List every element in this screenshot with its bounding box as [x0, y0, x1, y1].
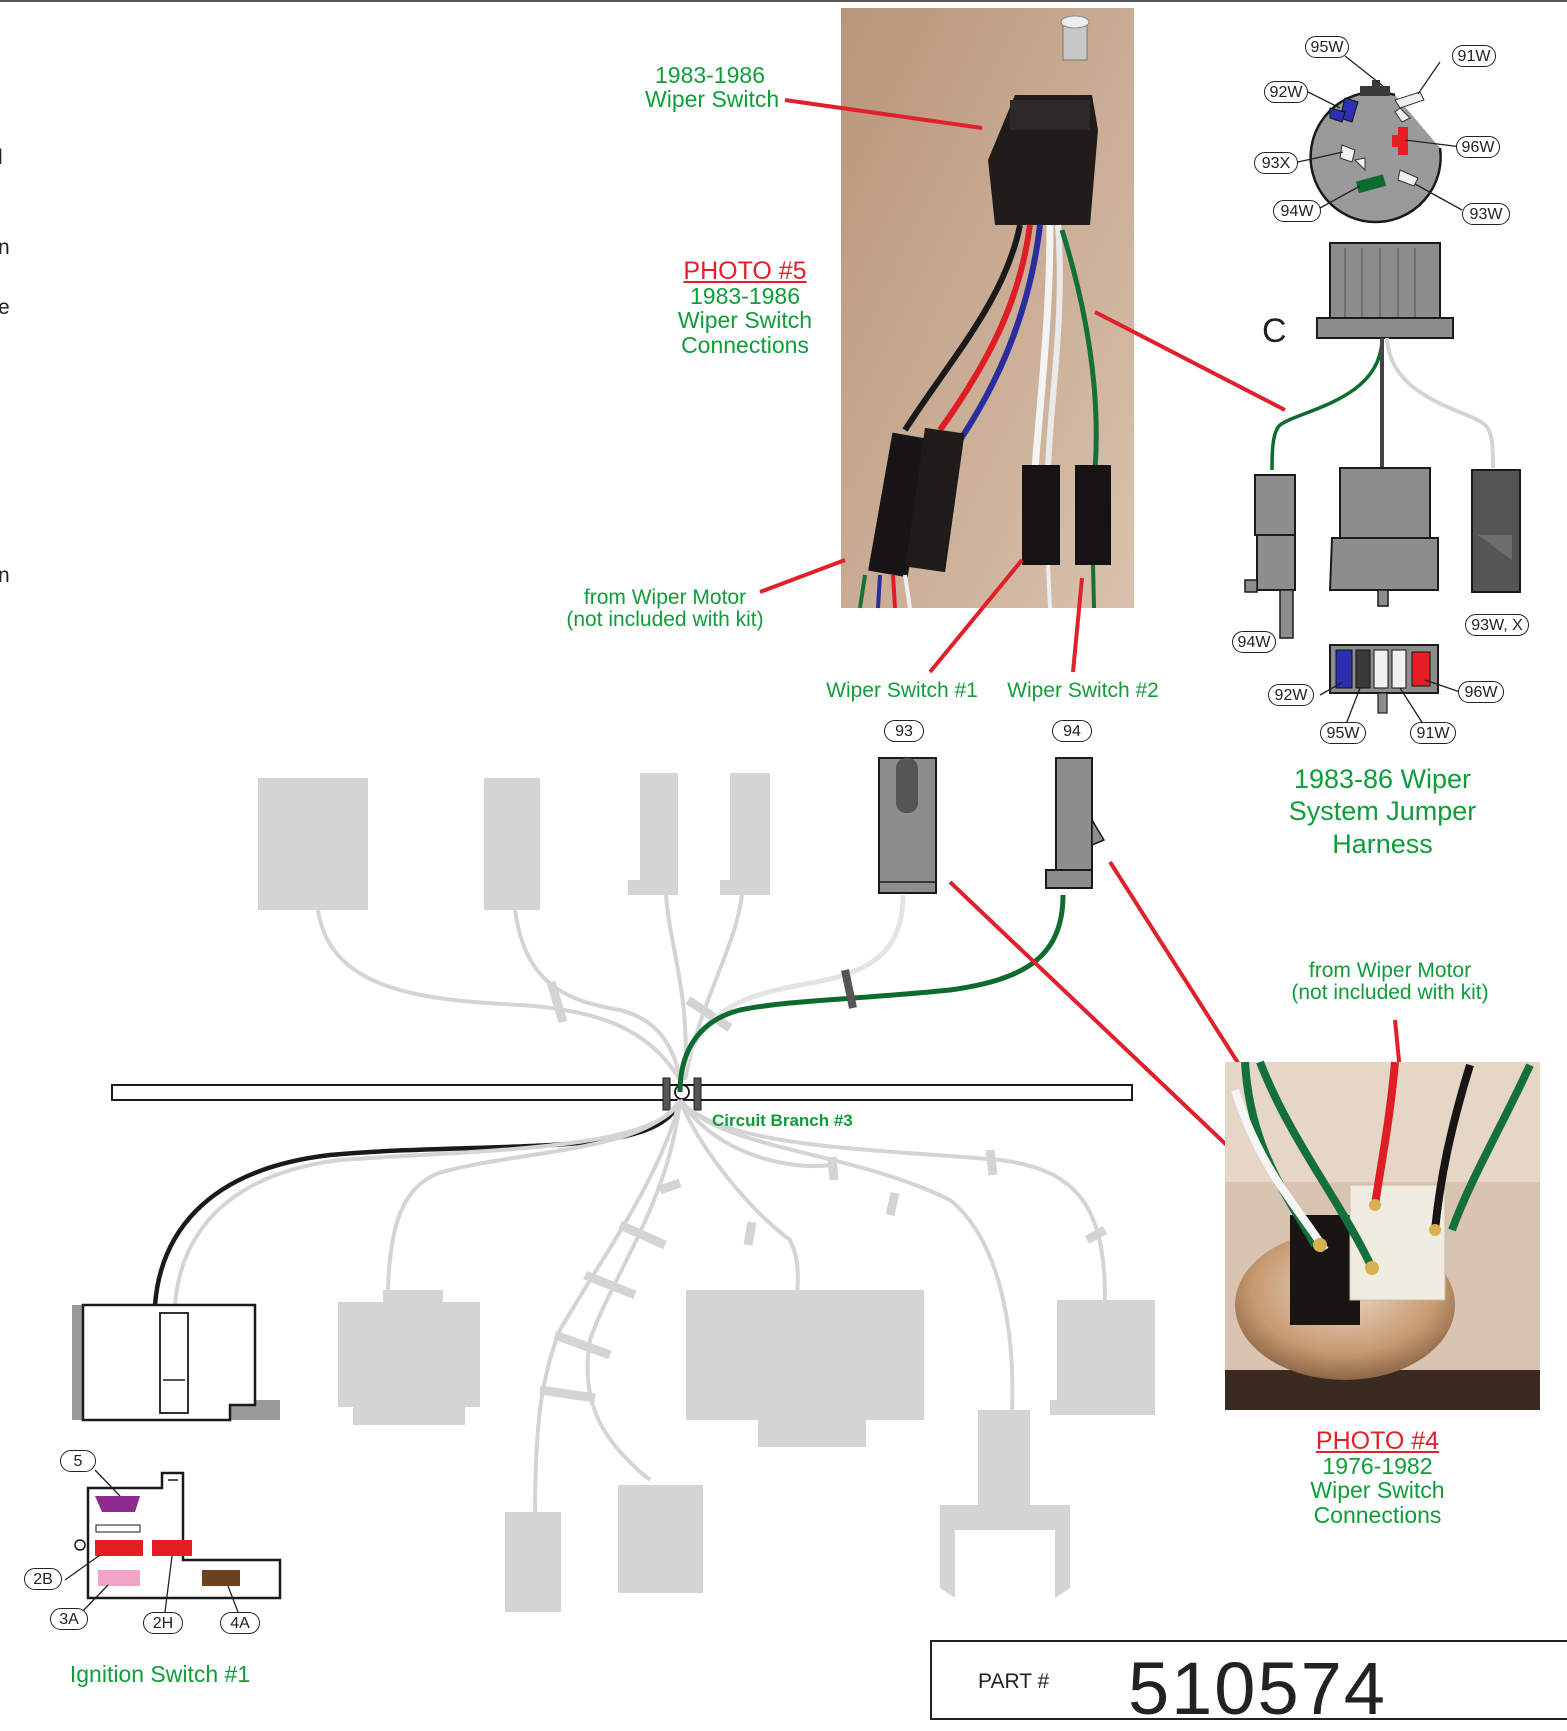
harness-caption: 1983-86 Wiper System Jumper Harness — [1265, 763, 1500, 860]
pin-label-96w-face: 96W — [1458, 681, 1504, 703]
jumper-harness-drawing — [1244, 242, 1521, 728]
leader-from-motor-top — [759, 558, 846, 594]
photo-4-wiper-switch — [1225, 1060, 1540, 1410]
photo-5-wiper-switch — [841, 8, 1134, 609]
ignition-switch-label: Ignition Switch #1 — [69, 1661, 251, 1687]
pin-label-94w-harness: 94W — [1232, 631, 1276, 653]
circuit-branch-label: Circuit Branch #3 — [712, 1111, 853, 1130]
pin-label-92w: 92W — [1264, 81, 1308, 103]
edge-letter-3: e — [0, 296, 10, 319]
pin-label-92w-face: 92W — [1268, 684, 1314, 706]
from-motor-bottom-line1: from Wiper Motor — [1308, 959, 1472, 982]
pin-label-2b: 2B — [24, 1568, 62, 1590]
harness-line2: System Jumper — [1288, 796, 1477, 827]
pin-label-5: 5 — [60, 1450, 96, 1472]
pin-label-91w-face: 91W — [1410, 722, 1456, 744]
photo4-title: PHOTO #4 — [1315, 1427, 1440, 1455]
leader-photo5-green-wire — [1094, 310, 1286, 412]
leader-wiper-switch — [784, 98, 983, 130]
edge-letter-4: n — [0, 564, 10, 587]
pin-label-93x: 93X — [1254, 152, 1298, 174]
harness-line3: Harness — [1332, 828, 1433, 859]
photo4-line2: Wiper Switch — [1310, 1477, 1445, 1504]
harness-line1: 1983-86 Wiper — [1293, 764, 1472, 794]
from-motor-bottom-line2: (not included with kit) — [1291, 981, 1489, 1005]
pin-label-96w: 96W — [1456, 136, 1500, 158]
part-number-box: PART # 510574 — [930, 1640, 1567, 1730]
part-number: 510574 — [1128, 1647, 1387, 1730]
wiring-diagram-canvas — [0, 0, 1567, 1613]
harness-drawing — [64, 757, 1155, 1613]
photo5-title: PHOTO #5 — [683, 257, 807, 285]
photo5-line1: 1983-1986 — [690, 283, 800, 310]
pin-label-94: 94 — [1052, 720, 1092, 742]
part-label: PART # — [978, 1670, 1050, 1693]
leader-wiper-switch-2 — [1071, 577, 1084, 673]
leader-wiper-switch-1 — [928, 558, 1024, 674]
connector-letter-c: C — [1262, 312, 1287, 350]
pin-label-93w: 93W — [1462, 203, 1510, 225]
pin-label-93: 93 — [884, 720, 924, 742]
photo5-caption: PHOTO #5 1983-1986 Wiper Switch Connecti… — [660, 258, 830, 357]
pin-label-93w-x: 93W, X — [1465, 614, 1529, 636]
pin-label-4a: 4A — [220, 1612, 260, 1634]
photo5-line2: Wiper Switch — [677, 307, 813, 334]
wiper-switch-2-label: Wiper Switch #2 — [1007, 679, 1159, 702]
photo4-line1: 1976-1982 — [1322, 1453, 1433, 1480]
photo4-line3: Connections — [1313, 1501, 1442, 1528]
pin-label-2h: 2H — [143, 1612, 183, 1634]
wiper-switch-1983-label: 1983-1986 Wiper Switch — [645, 62, 780, 113]
from-motor-top-label: from Wiper Motor (not included with kit) — [555, 586, 775, 632]
pin-label-91w: 91W — [1452, 45, 1496, 67]
from-motor-top-line1: from Wiper Motor — [583, 586, 747, 609]
pin-label-94w: 94W — [1273, 200, 1321, 222]
wiper-switch-1983-line1: 1983-1986 — [655, 62, 765, 88]
from-motor-top-line2: (not included with kit) — [566, 608, 764, 632]
photo4-caption: PHOTO #4 1976-1982 Wiper Switch Connecti… — [1290, 1428, 1465, 1527]
from-motor-bottom-label: from Wiper Motor (not included with kit) — [1280, 959, 1500, 1005]
edge-letter-1: l — [0, 146, 3, 169]
pin-label-95w-face: 95W — [1320, 722, 1366, 744]
pin-label-3a: 3A — [50, 1608, 88, 1630]
wiper-switch-1983-line2: Wiper Switch — [645, 86, 780, 113]
edge-letter-2: n — [0, 236, 10, 259]
wiper-switch-face-diagram — [1297, 55, 1471, 224]
wiper-switch-1-label: Wiper Switch #1 — [826, 679, 978, 702]
photo5-line3: Connections — [681, 331, 809, 358]
pin-label-95w: 95W — [1305, 36, 1349, 58]
